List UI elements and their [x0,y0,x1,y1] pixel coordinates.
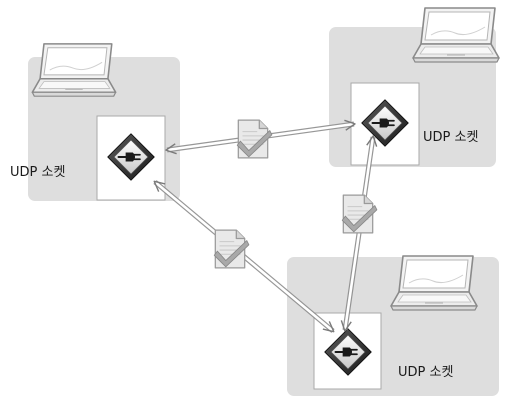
socket-label-top-right: UDP 소켓 [423,130,478,145]
datagram-packet-icon [236,119,273,159]
socket-label-bottom-right: UDP 소켓 [398,365,453,380]
socket-label-left: UDP 소켓 [10,165,65,180]
laptop-icon [412,7,500,63]
datagram-packet-icon [341,194,378,234]
datagram-packet-icon [213,229,250,269]
laptop-icon [31,43,117,97]
laptop-icon [390,255,478,311]
